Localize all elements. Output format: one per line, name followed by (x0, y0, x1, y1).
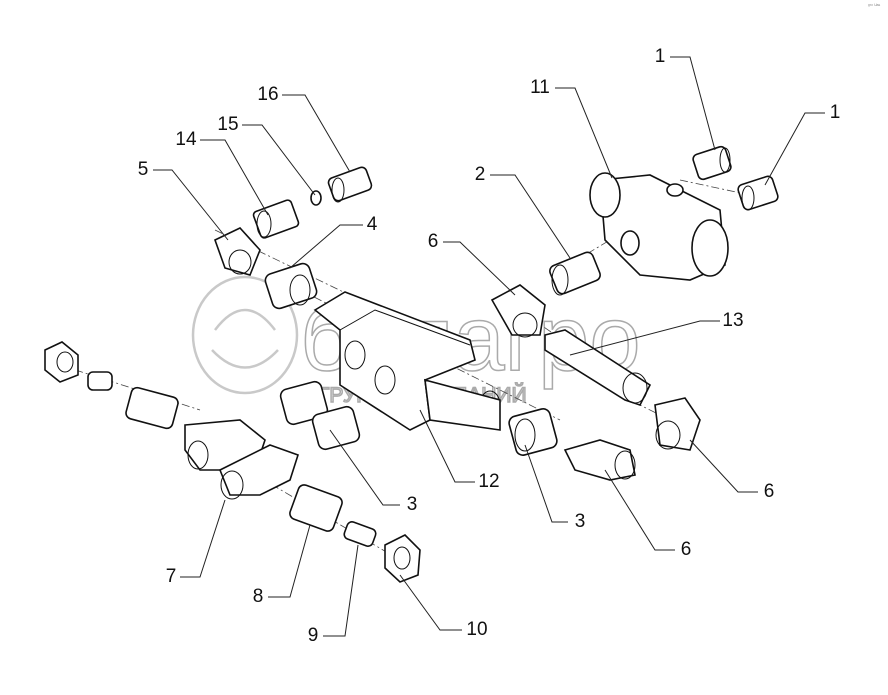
part-6-elbow-upper (490, 284, 546, 338)
part-6-elbow-lower (563, 439, 636, 481)
callout-labels: 1 1 11 16 15 14 5 4 2 6 13 3 12 3 6 6 7 … (138, 46, 841, 646)
part-9-sleeve-left (87, 371, 113, 391)
callout-7: 7 (166, 566, 177, 587)
part-10-nut-left (44, 341, 79, 383)
callout-5: 5 (138, 159, 149, 180)
callout-14: 14 (175, 129, 197, 150)
part-13-pipe (544, 329, 652, 406)
part-8-nut-left (125, 386, 179, 430)
callout-1a: 1 (655, 46, 666, 67)
callout-10: 10 (466, 619, 487, 640)
part-16-fitting (327, 166, 373, 203)
part-3-fitting-right (508, 408, 558, 456)
callout-6c: 6 (681, 539, 692, 560)
callout-9: 9 (308, 625, 319, 646)
callout-12: 12 (478, 471, 499, 492)
part-7-tee (218, 444, 299, 500)
part-14-nut (252, 199, 300, 239)
callout-1b: 1 (830, 102, 841, 123)
part-15-washer (310, 190, 322, 206)
callout-6a: 6 (428, 231, 439, 252)
callout-8: 8 (253, 586, 264, 607)
part-11-valve-body (589, 172, 729, 281)
part-9-sleeve (343, 521, 377, 547)
leader-lines (153, 56, 825, 637)
part-8-nut (289, 484, 343, 532)
callout-6b: 6 (764, 481, 775, 502)
callout-2: 2 (475, 164, 486, 185)
part-5-elbow (214, 227, 261, 276)
callout-16: 16 (257, 84, 278, 105)
part-1-fitting-a (692, 145, 732, 181)
part-12-manifold-block (313, 291, 501, 431)
part-10-nut (384, 534, 421, 583)
part-2-fitting (549, 251, 601, 296)
callout-3b: 3 (575, 511, 586, 532)
part-6-elbow-right (654, 397, 701, 451)
corner-mark: ᵍʳᵒ ᵁᵃᵉ (868, 3, 880, 9)
part-3-fitting-left (279, 380, 361, 451)
callout-15: 15 (217, 114, 238, 135)
callout-4: 4 (367, 214, 378, 235)
callout-11: 11 (530, 77, 550, 98)
callout-13: 13 (722, 310, 743, 331)
callout-3a: 3 (407, 494, 418, 515)
part-1-fitting-b (737, 175, 779, 211)
part-4-fitting (264, 262, 318, 310)
